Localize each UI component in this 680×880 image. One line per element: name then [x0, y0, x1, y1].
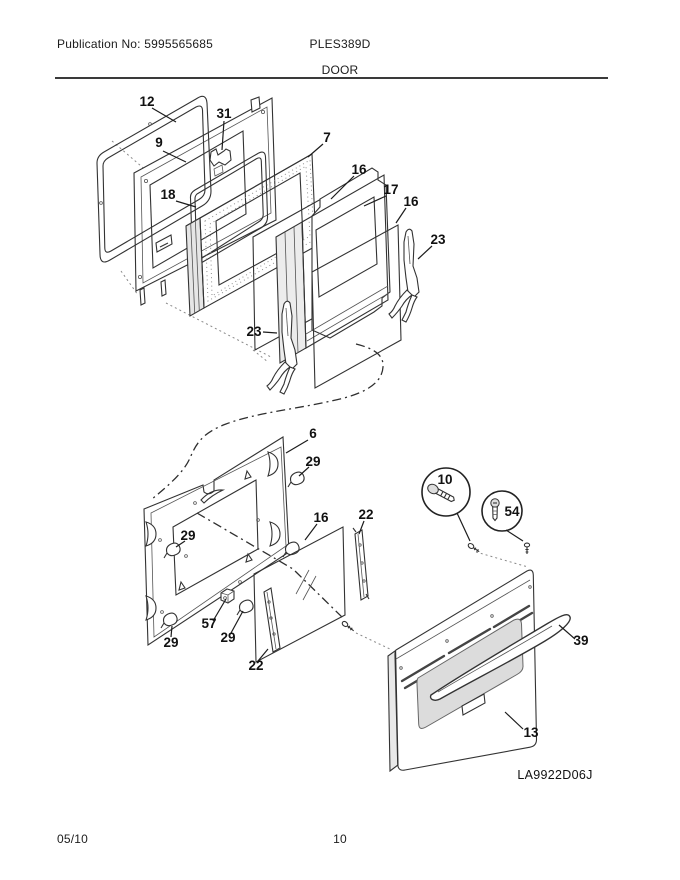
part-6-inner-panel [143, 436, 346, 647]
page-title: DOOR [321, 63, 359, 77]
callout-57: 57 [201, 616, 216, 631]
callout-6: 6 [309, 426, 317, 441]
detail-circle-54 [481, 490, 531, 554]
callout-31: 31 [216, 106, 232, 121]
callout-18: 18 [160, 187, 176, 202]
part-31-bracket [209, 148, 232, 177]
mounting-screw-left [341, 620, 391, 650]
part-22-rail-right [352, 527, 370, 601]
callout-29-d: 29 [163, 635, 178, 650]
publication-number: Publication No: 5995565685 [57, 37, 213, 51]
callout-54: 54 [504, 504, 520, 519]
part-23-hinge-left [266, 300, 298, 395]
part-16-glass-lower [253, 526, 346, 663]
door-nameplate [461, 693, 486, 716]
part-39-door-handle [429, 614, 571, 701]
callout-16-upper: 16 [351, 162, 367, 177]
callout-16-lower: 16 [313, 510, 329, 525]
callout-29-c: 29 [220, 630, 235, 645]
hinge-pocket-clips [145, 451, 281, 621]
part-57-spacer [220, 588, 235, 604]
part-13-outer-door-panel [387, 569, 538, 773]
callout-23-right: 23 [430, 232, 446, 247]
callout-17: 17 [383, 182, 398, 197]
footer-date: 05/10 [57, 832, 89, 846]
diagram-code: LA9922D06J [517, 768, 592, 782]
assembly-curve [151, 343, 384, 500]
part-23-hinge-right [388, 228, 420, 323]
model-number: PLES389D [309, 37, 371, 51]
callout-10: 10 [437, 472, 452, 487]
footer-page-number: 10 [333, 832, 347, 846]
callout-leaders [151, 107, 576, 730]
part-12-window-gasket [96, 95, 212, 263]
callout-7: 7 [323, 130, 331, 145]
header-rule [55, 77, 608, 79]
callout-labels: 12 31 9 7 18 16 17 16 23 23 6 29 16 22 2… [139, 94, 588, 740]
callout-22-left: 22 [248, 658, 263, 673]
callout-9: 9 [155, 135, 163, 150]
detail-circle-10 [421, 467, 529, 568]
part-29-clips [160, 471, 305, 629]
part-22-rail-left [263, 587, 281, 653]
part-17-retainer-sheet [311, 167, 391, 339]
callout-13: 13 [523, 725, 539, 740]
callout-23-left: 23 [246, 324, 262, 339]
callout-29-b: 29 [180, 528, 195, 543]
callout-12: 12 [139, 94, 154, 109]
callout-22-right: 22 [358, 507, 373, 522]
part-16-glass-middle [311, 224, 402, 389]
callout-39: 39 [573, 633, 588, 648]
callout-16-middle: 16 [403, 194, 419, 209]
callout-29-a: 29 [305, 454, 320, 469]
